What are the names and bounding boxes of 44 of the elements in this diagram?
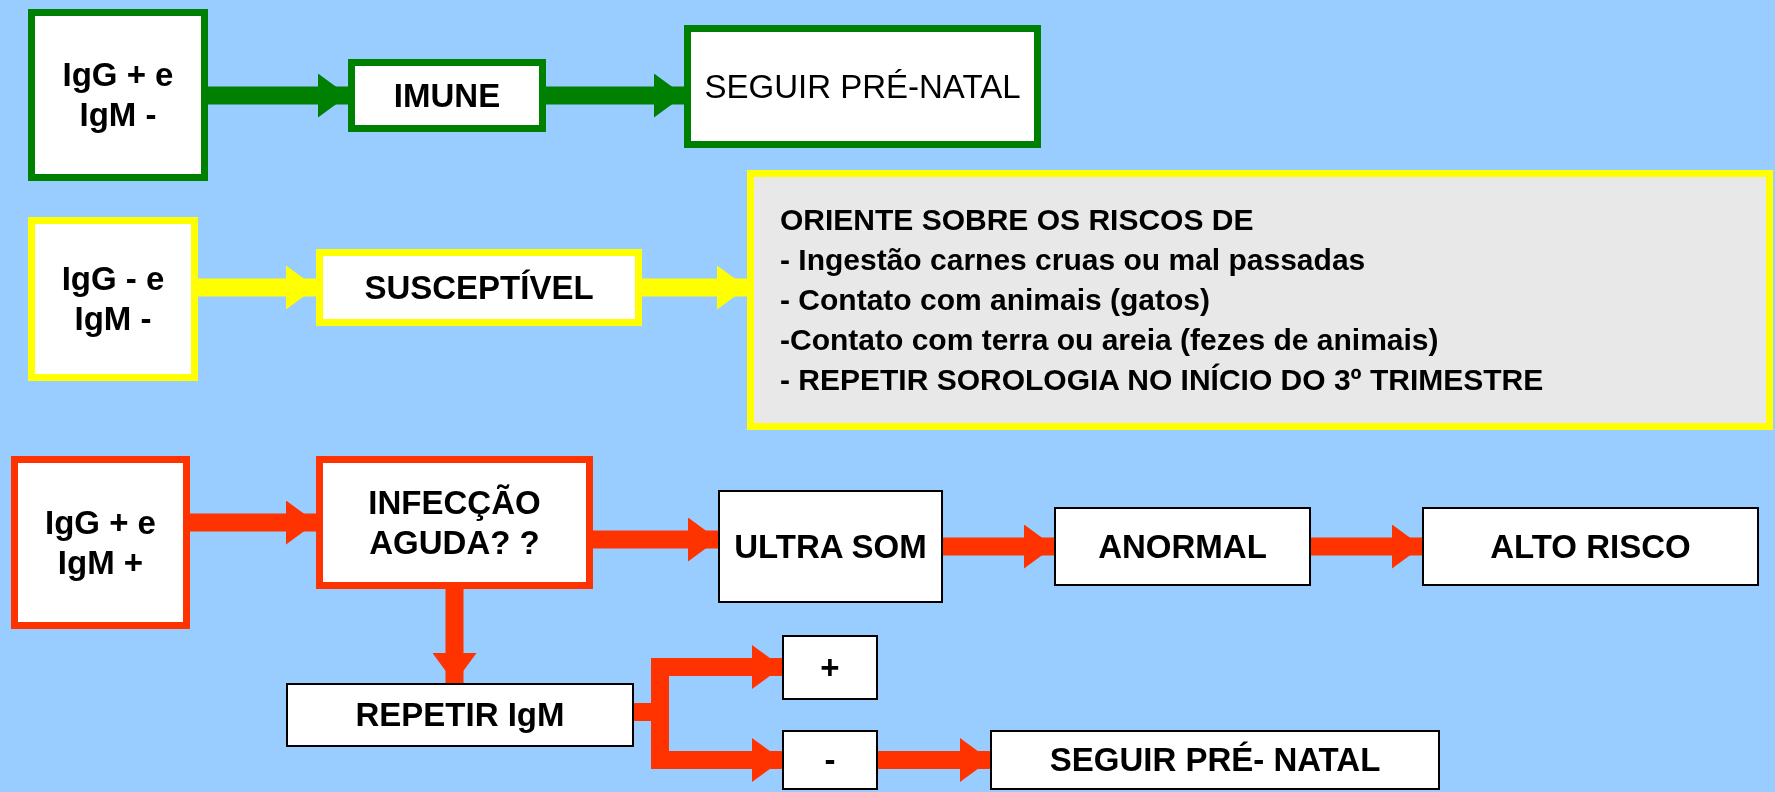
process-box: [28, 217, 198, 381]
node-text: IgG - e IgM -: [60, 259, 166, 339]
node-text: INFECÇÃO AGUDA? ?: [367, 482, 542, 563]
node-text: -Contato com terra ou areia (fezes de animais): [780, 321, 1439, 358]
node-text: IMUNE: [393, 75, 501, 116]
block-arrow: [943, 524, 1054, 569]
process-box: [316, 456, 593, 589]
block-arrow: [198, 265, 316, 310]
node-text: +: [820, 647, 840, 688]
node-text: SUSCEPTÍVEL: [364, 267, 594, 308]
block-arrow: [1311, 524, 1422, 569]
node-text: ULTRA SOM: [734, 526, 927, 567]
node-text: ORIENTE SOBRE OS RISCOS DE: [780, 202, 1254, 239]
block-arrow: [593, 517, 718, 562]
node-text: ANORMAL: [1098, 526, 1267, 567]
process-box: [348, 59, 546, 132]
process-box: [990, 730, 1440, 790]
node-text: - REPETIR SOROLOGIA NO INÍCIO DO 3º TRIMESTRE: [780, 361, 1544, 398]
node-text: ALTO RISCO: [1490, 526, 1691, 567]
process-box: [286, 683, 634, 747]
node-text: IgG + e IgM -: [61, 55, 175, 135]
block-arrow: [878, 738, 990, 782]
block-arrow: [208, 73, 348, 118]
process-box: [11, 456, 190, 629]
node-text: - Ingestão carnes cruas ou mal passadas: [780, 242, 1366, 279]
process-box: [718, 490, 943, 603]
block-arrow: [190, 500, 316, 545]
node-text: - Contato com animais (gatos): [780, 282, 1211, 319]
node-text: -: [824, 740, 836, 780]
process-box: [1054, 507, 1311, 586]
process-box: [28, 9, 208, 181]
block-arrow: [642, 265, 747, 310]
advice-box: [747, 170, 1773, 430]
node-text: IgG + e IgM +: [44, 502, 157, 583]
process-box: [684, 25, 1041, 148]
block-arrow: [546, 73, 684, 118]
node-text: SEGUIR PRÉ-NATAL: [704, 66, 1021, 107]
block-arrow: [432, 589, 477, 683]
process-box: [1422, 507, 1759, 586]
node-text: SEGUIR PRÉ- NATAL: [1049, 740, 1381, 780]
node-text: REPETIR IgM: [355, 695, 565, 735]
process-box: [782, 730, 878, 790]
process-box: [316, 249, 642, 326]
process-box: [782, 635, 878, 700]
